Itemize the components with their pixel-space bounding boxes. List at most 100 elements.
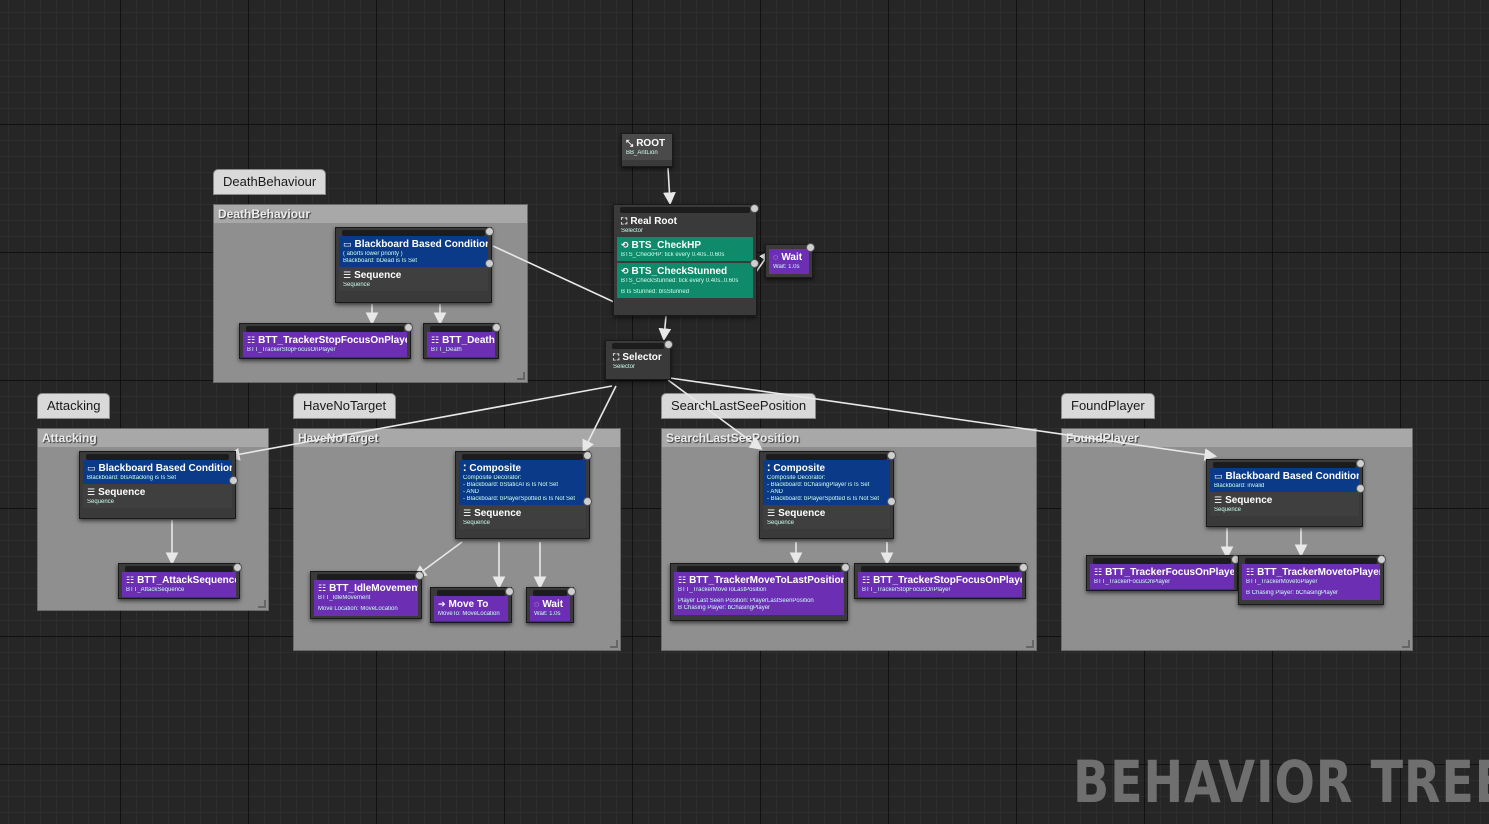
death-task-stopfocus[interactable]: ☷BTT_TrackerStopFocusOnPlayer BTT_Tracke… — [239, 323, 413, 359]
input-pin[interactable] — [86, 454, 229, 460]
attacking-sequence-node[interactable]: ▭Blackboard Based Condition Blackboard: … — [79, 451, 238, 519]
attacking-task-attacksequence[interactable]: ☷BTT_AttackSequence BTT_AttackSequence — [118, 563, 242, 599]
service-checkstunned[interactable]: ⟲BTS_CheckStunned BTS_CheckStunned: tick… — [617, 263, 753, 298]
resize-grip[interactable] — [258, 600, 266, 608]
breakpoint-pin[interactable] — [664, 340, 673, 349]
input-pin[interactable] — [462, 454, 583, 460]
foundplayer-sequence-node[interactable]: ▭Blackboard Based Condition Blackboard: … — [1206, 459, 1365, 527]
comment-tab-foundplayer[interactable]: FoundPlayer — [1061, 393, 1155, 419]
breakpoint-pin[interactable] — [1356, 459, 1365, 468]
node-subtitle: BTS_CheckHP: tick every 0.40s..0.60s — [621, 252, 725, 258]
havenotarget-task-idlemovement[interactable]: ☷BTT_IdleMovement BTT_IdleMovement Move … — [310, 571, 424, 619]
node-subtitle: Wait: 1.0s — [773, 264, 800, 270]
input-pin[interactable] — [1093, 558, 1231, 564]
breakpoint-pin[interactable] — [583, 451, 592, 460]
node-title: Sequence — [778, 508, 826, 519]
breakpoint-pin[interactable] — [750, 204, 759, 213]
node-title: Sequence — [474, 508, 522, 519]
comment-tab-deathbehaviour[interactable]: DeathBehaviour — [213, 169, 327, 195]
breakpoint-pin[interactable] — [404, 323, 413, 332]
node-subtitle: Wait: 1.0s — [534, 611, 561, 617]
input-pin[interactable] — [612, 343, 664, 349]
decorator-blackboard[interactable]: ▭Blackboard Based Condition Blackboard: … — [83, 460, 232, 484]
input-pin[interactable] — [861, 566, 1019, 572]
decorator-blackboard[interactable]: ▭Blackboard Based Condition Blackboard: … — [1210, 468, 1359, 492]
output-pin[interactable] — [229, 476, 238, 485]
resize-grip[interactable] — [1402, 640, 1410, 648]
breakpoint-pin[interactable] — [505, 587, 514, 596]
breakpoint-pin[interactable] — [492, 323, 501, 332]
havenotarget-task-wait[interactable]: ◌Wait Wait: 1.0s — [526, 587, 576, 623]
node-title: Sequence — [354, 270, 402, 281]
resize-grip[interactable] — [517, 372, 525, 380]
wait-icon: ◌ — [534, 599, 540, 609]
output-pin[interactable] — [750, 259, 759, 268]
input-pin[interactable] — [246, 326, 404, 332]
blackboard-icon: ▭ — [343, 239, 352, 249]
breakpoint-pin[interactable] — [887, 451, 896, 460]
input-pin[interactable] — [317, 574, 415, 580]
input-pin[interactable] — [437, 590, 505, 596]
searchlast-task-movetolast[interactable]: ☷BTT_TrackerMoveToLastPosition BTT_Track… — [670, 563, 850, 621]
node-subtitle-3: B Chasing Player: bChasingPlayer — [678, 605, 771, 611]
input-pin[interactable] — [1245, 558, 1377, 564]
output-pin[interactable] — [583, 497, 592, 506]
node-title: Sequence — [1225, 495, 1273, 506]
foundplayer-task-focusonplayer[interactable]: ☷BTT_TrackerFocusOnPlayer BTT_TrackerFoc… — [1086, 555, 1240, 591]
comment-tab-attacking[interactable]: Attacking — [37, 393, 111, 419]
service-checkhp[interactable]: ⟲BTS_CheckHP BTS_CheckHP: tick every 0.4… — [617, 237, 753, 261]
node-subtitle: BTT_TrackerMovetoPlayer — [1246, 579, 1318, 585]
input-pin[interactable] — [1213, 462, 1356, 468]
breakpoint-pin[interactable] — [233, 563, 242, 572]
node-title: ROOT — [636, 138, 666, 149]
task-icon: ☷ — [126, 575, 135, 585]
breakpoint-pin[interactable] — [415, 571, 424, 580]
foundplayer-task-movetoplayer[interactable]: ☷BTT_TrackerMovetoPlayer BTT_TrackerMove… — [1238, 555, 1386, 605]
root-node[interactable]: ⤡ROOT BB_AntLion — [621, 133, 673, 167]
decorator-composite[interactable]: ⁚Composite Composite Decorator: - Blackb… — [763, 460, 890, 505]
breakpoint-pin[interactable] — [567, 587, 576, 596]
input-pin[interactable] — [620, 207, 750, 213]
resize-grip[interactable] — [610, 640, 618, 648]
decorator-composite[interactable]: ⁚Composite Composite Decorator: - Blackb… — [459, 460, 586, 505]
node-title: BTT_TrackerMovetoPlayer — [1257, 567, 1380, 578]
selector-node[interactable]: ⛶Selector Selector — [605, 340, 673, 380]
searchlast-task-stopfocus[interactable]: ☷BTT_TrackerStopFocusOnPlayer BTT_Tracke… — [854, 563, 1028, 599]
breakpoint-pin[interactable] — [485, 227, 494, 236]
wait-top-node[interactable]: ◌Wait Wait: 1.0s — [765, 243, 815, 278]
input-pin[interactable] — [533, 590, 567, 596]
decorator-blackboard[interactable]: ▭Blackboard Based Condition ( aborts low… — [339, 236, 488, 267]
havenotarget-task-moveto[interactable]: ➔Move To MoveTo: MoveLocation — [430, 587, 514, 623]
blackboard-icon: ▭ — [87, 463, 96, 473]
node-subtitle-2: Blackboard: bDead is Is Set — [343, 258, 418, 264]
input-pin[interactable] — [677, 566, 841, 572]
breakpoint-pin[interactable] — [841, 563, 850, 572]
input-pin[interactable] — [125, 566, 233, 572]
resize-grip[interactable] — [1026, 640, 1034, 648]
service-icon: ⟲ — [621, 240, 629, 250]
input-pin[interactable] — [430, 326, 492, 332]
node-subtitle: BTS_CheckStunned: tick every 0.40s..0.60… — [621, 278, 739, 284]
input-pin[interactable] — [342, 230, 485, 236]
comment-tab-havenotarget[interactable]: HaveNoTarget — [293, 393, 397, 419]
searchlast-sequence-node[interactable]: ⁚Composite Composite Decorator: - Blackb… — [759, 451, 896, 539]
wait-icon: ◌ — [773, 252, 779, 262]
node-subtitle-3: - AND — [767, 489, 784, 495]
death-task-death[interactable]: ☷BTT_Death BTT_Death — [423, 323, 501, 359]
output-pin[interactable] — [887, 497, 896, 506]
realroot-node[interactable]: ⛶Real Root Selector ⟲BTS_CheckHP BTS_Che… — [613, 204, 759, 316]
output-pin[interactable] — [1356, 484, 1365, 493]
composite-icon: ⁚ — [767, 463, 771, 473]
death-sequence-node[interactable]: ▭Blackboard Based Condition ( aborts low… — [335, 227, 494, 303]
input-pin[interactable] — [766, 454, 887, 460]
node-title: Real Root — [630, 216, 677, 227]
breakpoint-pin[interactable] — [1377, 555, 1386, 564]
output-pin[interactable] — [485, 259, 494, 268]
composite-icon: ⁚ — [463, 463, 467, 473]
sequence-icon: ☰ — [463, 508, 472, 518]
comment-tab-searchlastseeposition[interactable]: SearchLastSeePosition — [661, 393, 817, 419]
breakpoint-pin[interactable] — [806, 243, 815, 252]
node-subtitle: BTT_IdleMovement — [318, 595, 371, 601]
breakpoint-pin[interactable] — [1019, 563, 1028, 572]
havenotarget-sequence-node[interactable]: ⁚Composite Composite Decorator: - Blackb… — [455, 451, 592, 539]
